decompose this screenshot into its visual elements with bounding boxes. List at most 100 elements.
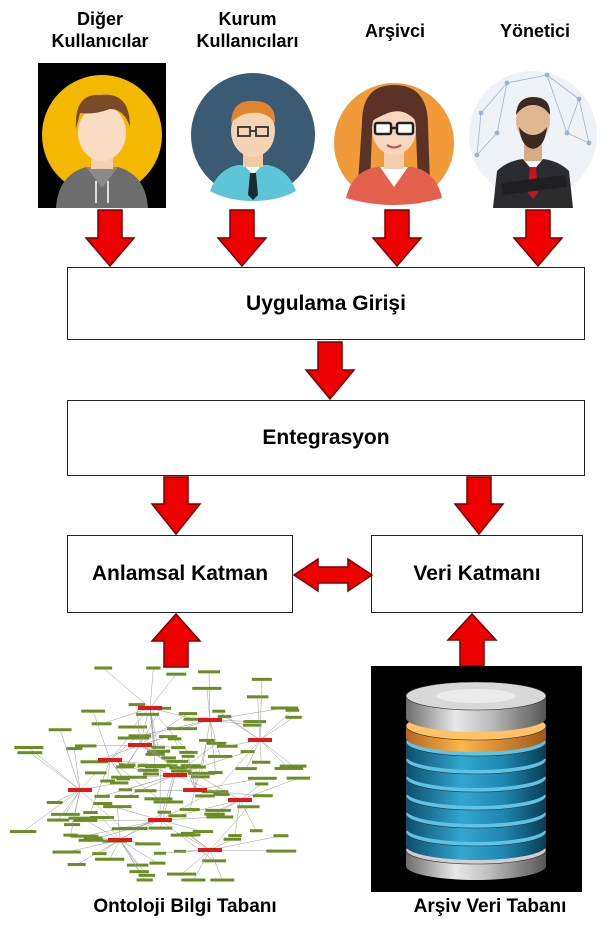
ontology-node — [166, 672, 187, 676]
ontology-node — [243, 723, 262, 727]
ontology-edge — [188, 756, 196, 791]
ontology-hub-node — [248, 738, 272, 742]
ontology-node — [198, 670, 221, 674]
ontology-edge — [139, 719, 211, 737]
archivist-avatar-icon — [332, 63, 457, 208]
ontology-node — [94, 794, 110, 798]
ontology-node — [167, 737, 182, 741]
ontology-node — [216, 744, 238, 748]
ontology-node — [170, 833, 196, 837]
ontology-node — [103, 805, 132, 809]
ontology-edge — [132, 707, 151, 728]
ontology-node — [137, 768, 159, 772]
ontology-edge — [239, 799, 257, 831]
ontology-node — [136, 878, 153, 882]
ontology-node — [129, 870, 149, 874]
ontology-edge — [81, 817, 121, 841]
ontology-node — [255, 782, 269, 786]
ontology-edge — [126, 774, 176, 797]
ontology-node — [228, 834, 242, 838]
ontology-node — [181, 878, 206, 882]
ontology-edge — [22, 789, 81, 832]
ontology-edge — [66, 839, 121, 853]
ontology-node — [212, 709, 226, 713]
ontology-hub-node — [98, 758, 122, 762]
other-users-avatar-icon — [38, 63, 166, 208]
ontology-node — [182, 754, 195, 758]
ontology-node — [206, 815, 234, 819]
actor-label-archivist: Arşivci — [364, 21, 426, 41]
ontology-edge — [74, 748, 81, 791]
ontology-node — [146, 666, 161, 670]
ontology-hub-node — [198, 718, 222, 722]
ontology-label: Ontoloji Bilgi Tabanı — [93, 896, 277, 917]
ontology-edge — [101, 817, 121, 841]
ontology-edge — [259, 739, 290, 769]
ontology-node — [158, 735, 178, 739]
ontology-node — [251, 677, 272, 681]
data-layer-box: Veri Katmanı — [371, 535, 583, 613]
ontology-edge — [79, 789, 124, 829]
ontology-edge — [117, 806, 121, 841]
ontology-node — [80, 760, 109, 764]
ontology-edge — [159, 819, 215, 862]
ontology-node — [285, 715, 302, 719]
ontology-node — [279, 764, 307, 768]
ontology-node — [195, 794, 215, 798]
ontology-hub-node — [163, 773, 187, 777]
ontology-node — [285, 708, 300, 712]
ontology-node — [237, 805, 260, 809]
ontology-node — [74, 744, 97, 748]
ontology-node — [235, 767, 257, 771]
ontology-edge — [201, 719, 211, 774]
ontology-node — [70, 834, 99, 838]
ontology-node — [286, 776, 311, 780]
ontology-edge — [65, 789, 81, 815]
ontology-node — [78, 838, 104, 842]
archive-db-label: Arşiv Veri Tabanı — [413, 896, 567, 917]
ontology-node — [73, 818, 98, 822]
ontology-edge — [29, 752, 81, 791]
ontology-edge — [206, 688, 211, 721]
ontology-edge — [54, 789, 81, 803]
ontology-node — [89, 815, 114, 819]
ontology-hub-node — [138, 706, 162, 710]
ontology-edge — [214, 799, 241, 815]
ontology-edge — [189, 789, 196, 810]
ontology-hub-node — [198, 848, 222, 852]
ontology-node — [133, 775, 147, 779]
ontology-edge — [107, 759, 111, 782]
ontology-node — [134, 789, 157, 793]
ontology-node — [66, 747, 83, 751]
ontology-node — [117, 736, 139, 740]
ontology-hub-node — [228, 798, 252, 802]
ontology-hub-node — [128, 743, 152, 747]
ontology-edge — [79, 772, 96, 791]
ontology-edge — [124, 744, 141, 768]
ontology-edge — [194, 740, 208, 791]
ontology-node — [128, 734, 152, 738]
ontology-node — [153, 800, 184, 804]
ontology-edge — [182, 834, 211, 851]
ontology-node — [94, 666, 113, 670]
ontology-node — [168, 814, 187, 818]
ontology-hub-node — [108, 838, 132, 842]
ontology-node — [128, 703, 146, 707]
ontology-node — [202, 859, 227, 863]
ontology-edge — [214, 739, 261, 792]
ontology-edge — [119, 839, 148, 876]
actor-label-institution-users: Kurum Kullanıcıları — [196, 9, 299, 51]
arrow-down-archivist — [371, 209, 423, 268]
ontology-edge — [119, 812, 165, 841]
ontology-node — [192, 830, 214, 834]
ontology-node — [243, 720, 267, 724]
ontology-node — [83, 811, 98, 815]
ontology-node — [118, 788, 133, 792]
ontology-edge — [114, 819, 161, 842]
ontology-hub-node — [148, 818, 172, 822]
ontology-edge — [188, 834, 211, 851]
ontology-edge — [259, 739, 294, 767]
ontology-node — [207, 754, 233, 758]
ontology-edge — [209, 849, 223, 881]
